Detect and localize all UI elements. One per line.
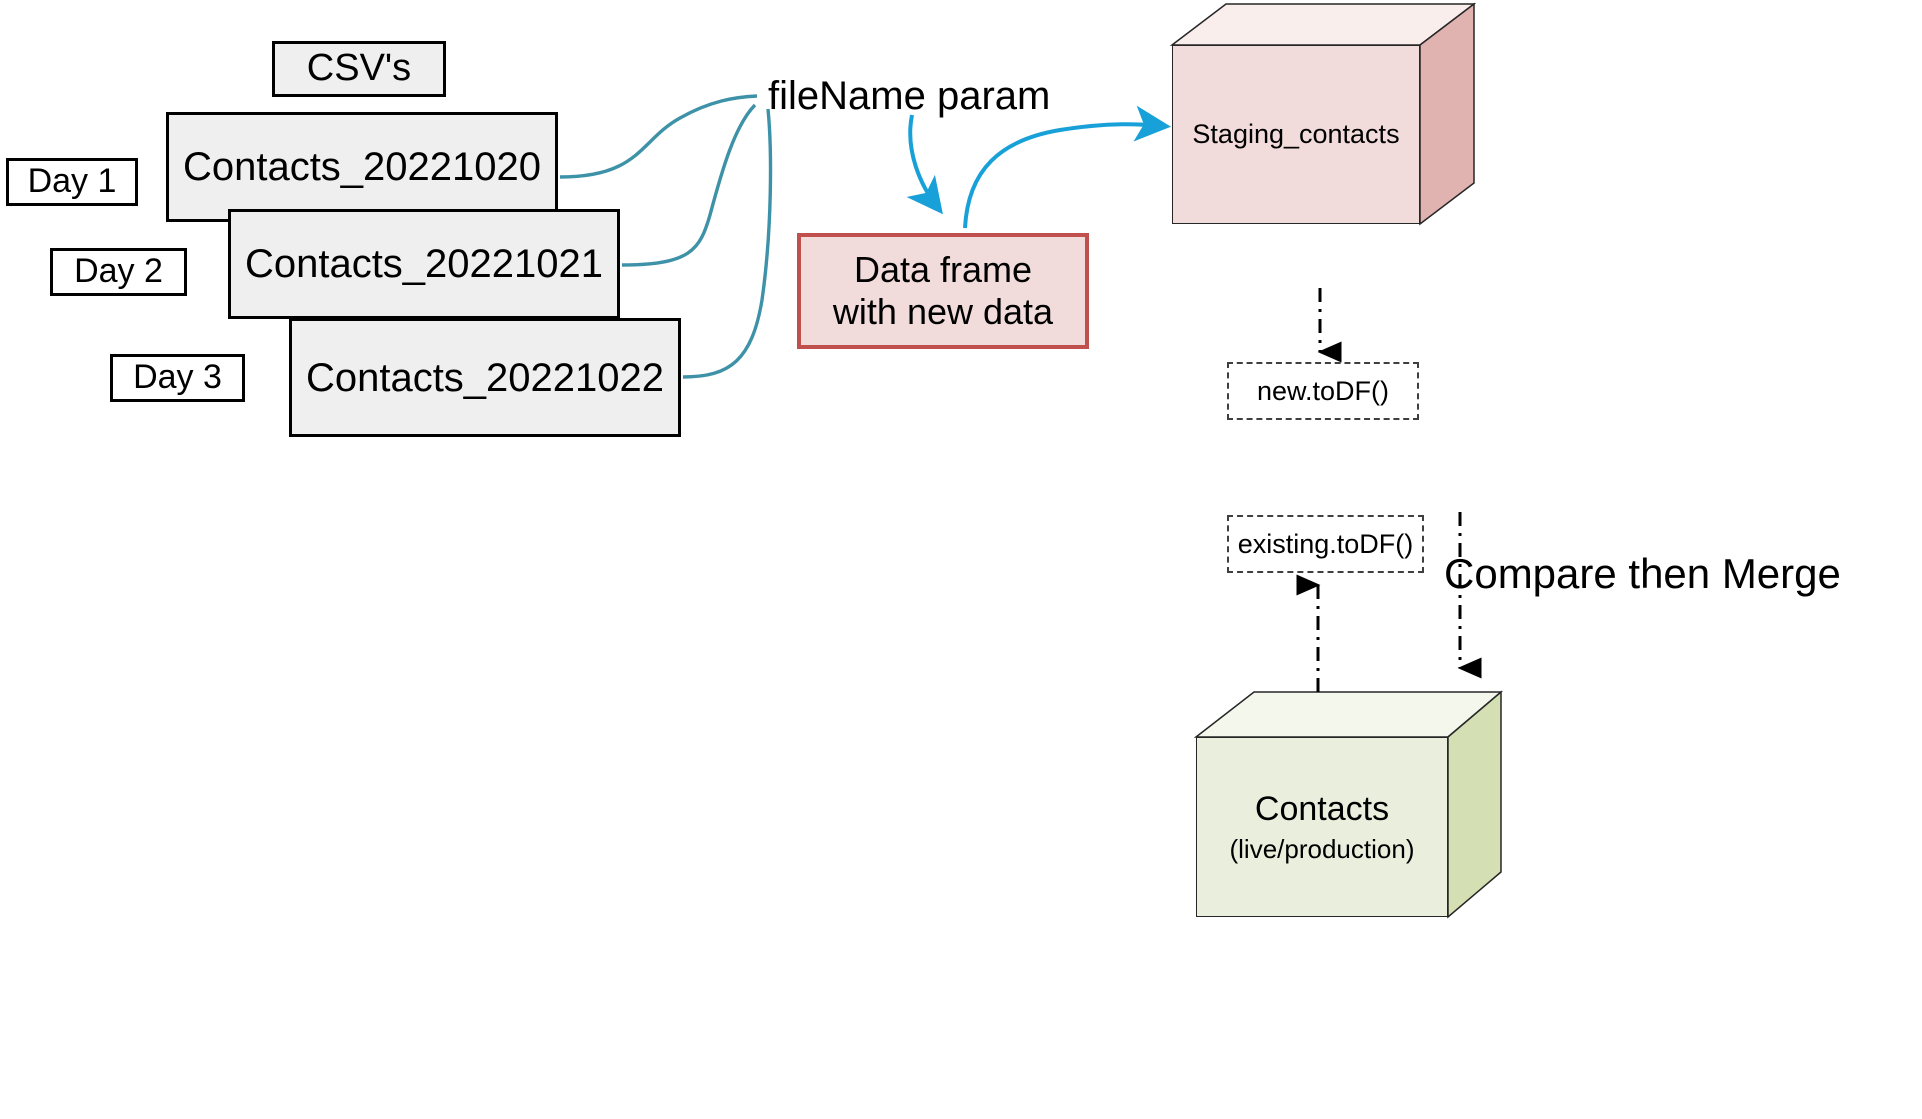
contacts-cube-title: Contacts: [1254, 790, 1390, 828]
dataframe-line-2: with new data: [832, 291, 1054, 332]
day-2-label: Day 2: [50, 248, 187, 296]
staging-cube-front-face: Staging_contacts: [1172, 45, 1420, 224]
staging-cube-shape: [1169, 2, 1477, 226]
compare-then-merge-label: Compare then Merge: [1444, 550, 1841, 597]
arrow-dataframe-to-staging: [963, 105, 1171, 229]
csv-file-box-day2: Contacts_20221021: [228, 209, 620, 319]
staging-cube-side-face: [1419, 2, 1475, 226]
existing-todf-box: existing.toDF(): [1227, 515, 1424, 573]
csv-file-box-day3: Contacts_20221022: [289, 318, 681, 437]
contacts-cube-side-face: [1447, 690, 1502, 919]
contacts-production-cube: Contacts (live/production): [1193, 690, 1504, 919]
day-1-label: Day 1: [6, 158, 138, 206]
new-todf-box: new.toDF(): [1227, 362, 1419, 420]
filename-param-label: fileName param: [768, 74, 1051, 118]
connector-file1-to-param: [559, 94, 758, 179]
contacts-cube-subtitle: (live/production): [1229, 833, 1415, 864]
staging-cube-label: Staging_contacts: [1192, 119, 1400, 149]
dataframe-line-1: Data frame: [853, 248, 1033, 290]
dataframe-new-data-box: Data frame with new data: [797, 233, 1089, 349]
csv-group-label: CSV's: [272, 41, 446, 97]
contacts-cube-front-face: Contacts (live/production): [1196, 737, 1448, 917]
arrow-param-to-dataframe: [906, 114, 943, 215]
csv-file-box-day1: Contacts_20221020: [166, 112, 558, 222]
connector-file3-to-param: [682, 108, 773, 379]
connector-file2-to-param: [621, 103, 757, 267]
staging-contacts-cube: Staging_contacts: [1169, 2, 1477, 226]
contacts-cube-shape: [1193, 690, 1504, 919]
day-3-label: Day 3: [110, 354, 245, 402]
